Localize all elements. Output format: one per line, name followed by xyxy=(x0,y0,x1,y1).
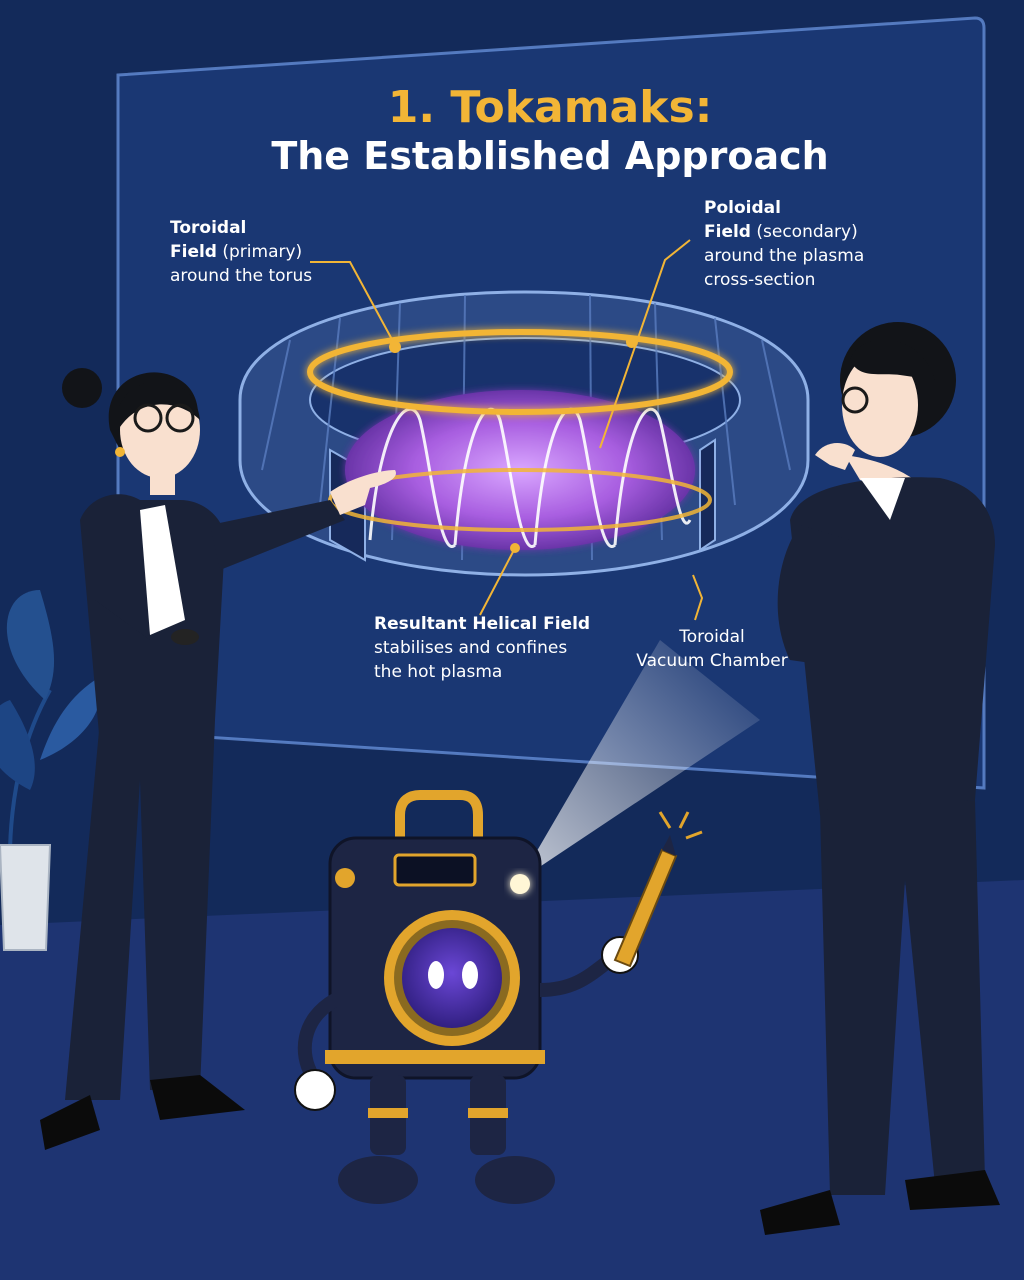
label-helical-line2: stabilises and confines xyxy=(374,638,568,658)
label-toroidal-line1: Toroidal xyxy=(170,218,247,238)
callout-line-helical xyxy=(479,547,516,616)
callout-dot-toroidal xyxy=(389,341,401,353)
observer-man xyxy=(760,322,1000,1235)
label-toroidal-line2-rest: (primary) xyxy=(216,242,303,262)
toroidal-field-ring xyxy=(307,329,733,415)
label-poloidal-field: Poloidal Field (secondary) around the pl… xyxy=(704,196,924,292)
label-toroidal-line3: around the torus xyxy=(170,266,313,286)
label-poloidal-line1: Poloidal xyxy=(704,198,781,218)
callout-dot-helical xyxy=(510,543,520,553)
label-poloidal-line2-bold: Field xyxy=(704,222,751,242)
label-poloidal-line4: cross-section xyxy=(704,270,816,290)
label-toroidal-field: Toroidal Field (primary) around the toru… xyxy=(170,216,370,288)
projector-beam xyxy=(520,640,760,880)
presenter-woman xyxy=(40,368,396,1150)
callout-line-chamber xyxy=(692,574,704,621)
callout-line-poloidal xyxy=(599,239,691,449)
title-line-1: 1. Tokamaks: xyxy=(387,82,713,133)
pen-icon xyxy=(613,811,703,968)
potted-plant-icon xyxy=(0,590,100,951)
floor xyxy=(0,880,1024,1280)
label-chamber-line2: Vacuum Chamber xyxy=(636,651,788,671)
label-toroidal-line2-bold: Field xyxy=(170,242,217,262)
label-poloidal-line2-rest: (secondary) xyxy=(750,222,858,242)
label-vacuum-chamber: Toroidal Vacuum Chamber xyxy=(612,625,812,673)
label-helical-line1: Resultant Helical Field xyxy=(374,614,591,634)
label-helical-line3: the hot plasma xyxy=(374,662,503,682)
label-chamber-line1: Toroidal xyxy=(679,627,745,647)
label-helical-field: Resultant Helical Field stabilises and c… xyxy=(374,612,634,684)
callout-dot-poloidal xyxy=(626,336,638,348)
label-poloidal-line3: around the plasma xyxy=(704,246,865,266)
title-line-2: The Established Approach xyxy=(271,134,829,178)
callout-line-toroidal xyxy=(310,261,396,346)
